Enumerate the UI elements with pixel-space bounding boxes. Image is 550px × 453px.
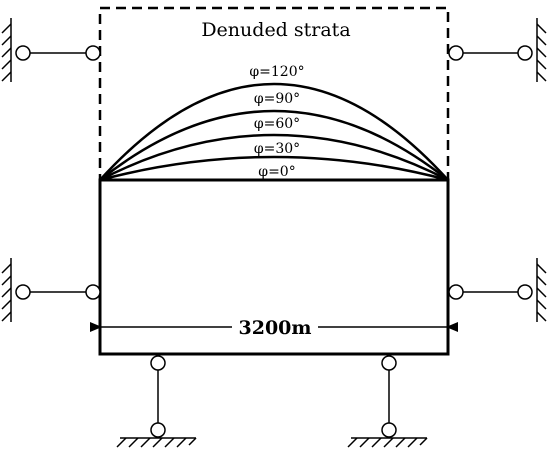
dimension-label: 3200m	[239, 317, 312, 339]
arc-phi-60	[99, 133, 449, 182]
arc-phi-30	[99, 155, 449, 182]
arc-label-phi-120: φ=120°	[249, 64, 304, 80]
arc-label-phi-60: φ=60°	[254, 116, 300, 132]
arc-phi-120	[99, 82, 449, 181]
support-left-top	[1, 18, 101, 82]
arc-label-phi-30: φ=30°	[254, 141, 300, 157]
diagram-title: Denuded strata	[201, 19, 350, 41]
support-bottom-left	[116, 355, 197, 448]
support-right-middle	[448, 258, 547, 322]
support-right-top	[448, 18, 547, 82]
model-block	[98, 178, 450, 356]
support-bottom-right	[347, 355, 428, 448]
support-left-middle	[1, 258, 101, 322]
arc-label-phi-90: φ=90°	[254, 91, 300, 107]
arc-phi-90	[99, 109, 449, 181]
arc-label-phi-0: φ=0°	[258, 164, 295, 180]
